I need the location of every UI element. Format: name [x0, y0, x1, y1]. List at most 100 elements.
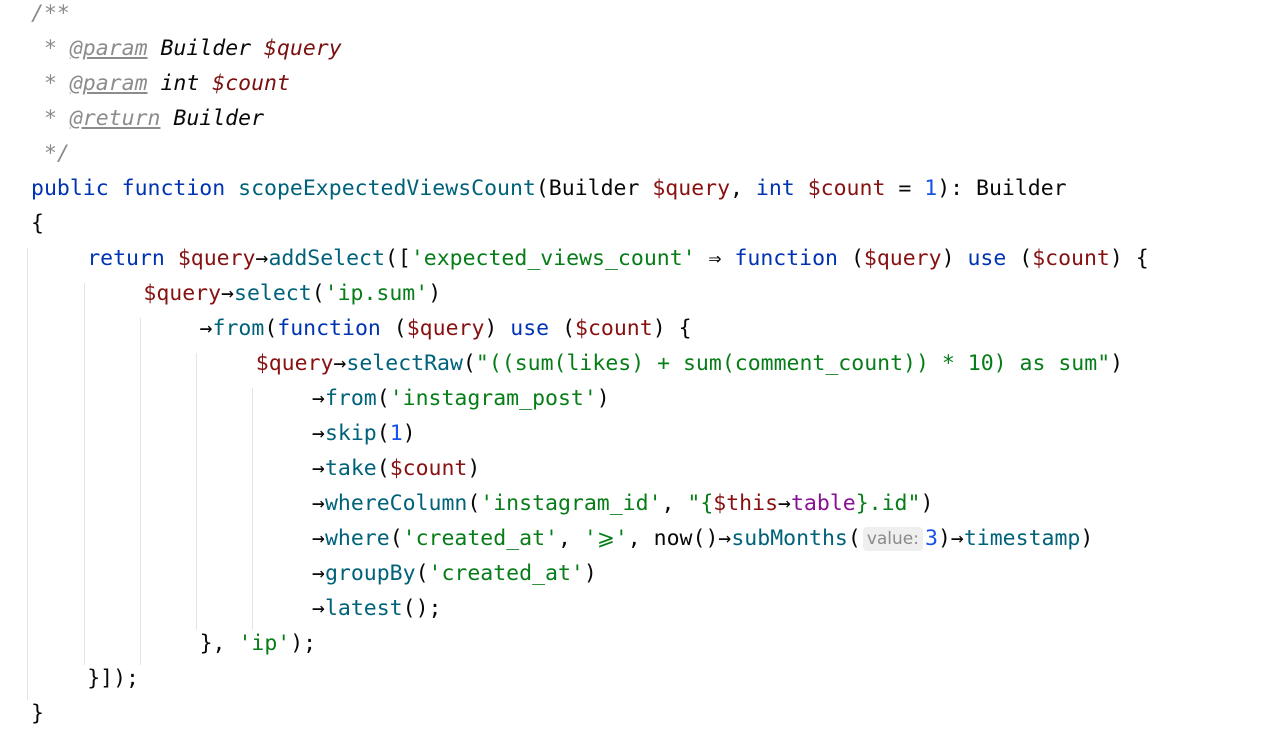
code-token — [251, 36, 264, 61]
code-token: select — [234, 281, 312, 306]
code-token: ( — [264, 316, 278, 341]
code-token: → — [255, 246, 269, 271]
code-line[interactable]: }]); — [87, 661, 139, 696]
code-token: groupBy — [324, 561, 416, 586]
code-token: ) — [583, 561, 597, 586]
code-line[interactable]: →skip(1) — [312, 416, 416, 451]
code-token: { — [31, 211, 44, 236]
code-line[interactable]: $query→selectRaw("((sum(likes) + sum(com… — [256, 346, 1123, 381]
code-token: 'instagram_post' — [389, 386, 597, 411]
code-line[interactable]: { — [31, 206, 44, 241]
code-token: 'ip' — [238, 631, 291, 656]
code-token: function — [121, 176, 226, 201]
code-line[interactable]: /** — [31, 0, 70, 31]
code-line[interactable]: * @return Builder — [31, 101, 264, 136]
code-token: use — [967, 246, 1007, 271]
code-token: Builder — [160, 36, 252, 61]
code-token — [225, 176, 238, 201]
code-line[interactable]: } — [31, 696, 44, 731]
code-token: where — [324, 526, 390, 551]
code-token: ) — [467, 456, 481, 481]
code-token: ( — [376, 456, 390, 481]
code-token: 1 — [924, 176, 938, 201]
code-token: → — [312, 421, 325, 446]
code-token: $this — [713, 491, 779, 516]
code-token: addSelect — [268, 246, 385, 271]
code-token: → — [312, 491, 325, 516]
code-token: @param — [69, 36, 148, 61]
code-line[interactable]: →take($count) — [312, 451, 480, 486]
code-token: from — [324, 386, 377, 411]
code-token: → — [312, 526, 325, 551]
code-token: ( — [549, 316, 576, 341]
code-token: selectRaw — [346, 351, 463, 376]
code-line[interactable]: →from('instagram_post') — [312, 381, 610, 416]
code-token: ⇒ — [695, 246, 735, 271]
code-token: $query — [177, 246, 256, 271]
code-token: from — [212, 316, 265, 341]
code-token: subMonths — [731, 526, 848, 551]
code-token: $query — [255, 351, 334, 376]
code-token: ( — [838, 246, 864, 271]
code-token: scopeExpectedViewsCount — [238, 176, 536, 201]
code-token: → — [221, 281, 235, 306]
code-token: → — [333, 351, 347, 376]
code-token: → — [950, 526, 964, 551]
code-token: "{ — [687, 491, 714, 516]
code-token — [795, 176, 808, 201]
code-token: ( — [376, 421, 390, 446]
code-token: $count — [389, 456, 468, 481]
code-token: , — [627, 526, 654, 551]
code-token: $query — [143, 281, 222, 306]
code-line[interactable]: →latest(); — [312, 591, 441, 626]
code-line[interactable]: * @param int $count — [31, 66, 290, 101]
code-token: 'instagram_id' — [480, 491, 662, 516]
code-line[interactable]: →whereColumn('instagram_id', "{$this→tab… — [312, 486, 933, 521]
code-line[interactable]: →from(function ($query) use ($count) { — [200, 311, 692, 346]
code-token: timestamp — [963, 526, 1081, 551]
code-token: ( — [380, 316, 407, 341]
code-token — [160, 106, 173, 131]
code-token: (); — [402, 596, 442, 621]
code-token: ( — [1006, 246, 1033, 271]
code-token: 'ip.sum' — [324, 281, 429, 306]
code-line[interactable]: →groupBy('created_at') — [312, 556, 597, 591]
code-line[interactable]: public function scopeExpectedViewsCount(… — [31, 171, 1067, 206]
code-token: $count — [212, 71, 290, 96]
indent-guide — [196, 353, 197, 630]
code-token: → — [718, 526, 732, 551]
code-token: ) — [920, 491, 934, 516]
code-token: → — [312, 456, 325, 481]
code-token: ) — [941, 246, 968, 271]
code-token: /** — [31, 1, 70, 26]
indent-guide — [140, 318, 141, 665]
code-line[interactable]: $query→select('ip.sum') — [143, 276, 441, 311]
code-token: 1 — [389, 421, 403, 446]
code-token: → — [312, 386, 325, 411]
code-token: ): Builder — [937, 176, 1067, 201]
code-line[interactable]: return $query→addSelect(['expected_views… — [87, 241, 1149, 276]
code-token: } — [31, 701, 44, 726]
code-token: → — [199, 316, 213, 341]
code-token: latest — [324, 596, 403, 621]
code-token: $query — [406, 316, 485, 341]
code-token: ([ — [384, 246, 411, 271]
code-line[interactable]: * @param Builder $query — [31, 31, 342, 66]
code-token: 'created_at' — [428, 561, 584, 586]
code-token: now — [653, 526, 693, 551]
code-line[interactable]: */ — [31, 136, 70, 171]
indent-guide — [27, 248, 28, 700]
code-line[interactable]: }, 'ip'); — [200, 626, 317, 661]
code-token: }]); — [87, 666, 139, 691]
code-token: }, — [199, 631, 239, 656]
code-token: $count — [807, 176, 886, 201]
code-token: int — [160, 71, 200, 96]
code-token: , — [730, 176, 756, 201]
code-token: $query — [264, 36, 342, 61]
code-token: ) — [596, 386, 610, 411]
code-token: → — [312, 596, 325, 621]
code-token: 3 — [924, 526, 938, 551]
code-line[interactable]: →where('created_at', '⩾', now()→subMonth… — [312, 521, 1093, 556]
code-token: ( — [462, 351, 476, 376]
